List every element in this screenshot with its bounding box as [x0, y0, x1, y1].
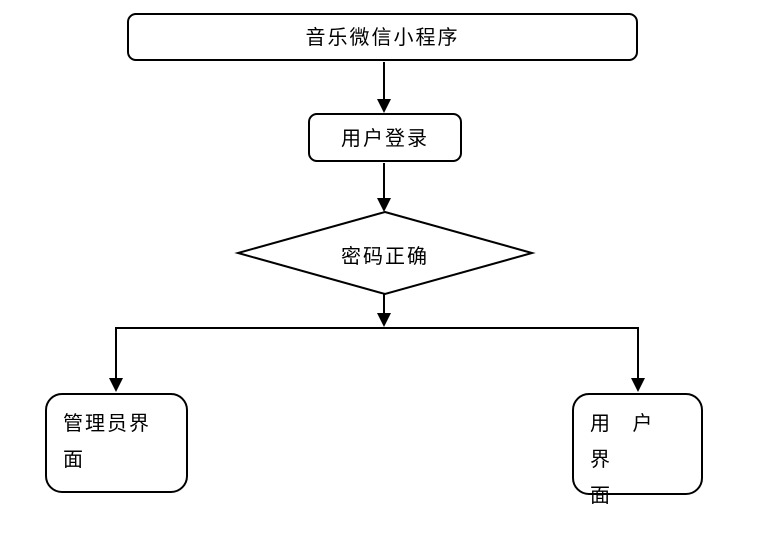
flow-node-start-label: 音乐微信小程序 — [305, 25, 460, 49]
flow-node-user-label: 用 户 界 面 — [590, 411, 655, 507]
arrowhead-decision-split — [377, 313, 391, 327]
flow-node-admin-label: 管理员界 面 — [63, 411, 151, 471]
flow-node-user: 用 户 界 面 — [572, 393, 703, 507]
flow-node-admin: 管理员界 面 — [45, 393, 188, 493]
decision-node-label: 密码正确 — [341, 244, 429, 268]
flow-node-start: 音乐微信小程序 — [127, 13, 638, 61]
flow-node-login-label: 用户登录 — [341, 125, 429, 150]
arrowhead-login-decision — [377, 198, 391, 212]
flow-node-login: 用户登录 — [308, 113, 462, 162]
arrowhead-start-login — [377, 99, 391, 113]
arrowhead-split-user — [631, 378, 645, 392]
arrowhead-split-admin — [109, 378, 123, 392]
